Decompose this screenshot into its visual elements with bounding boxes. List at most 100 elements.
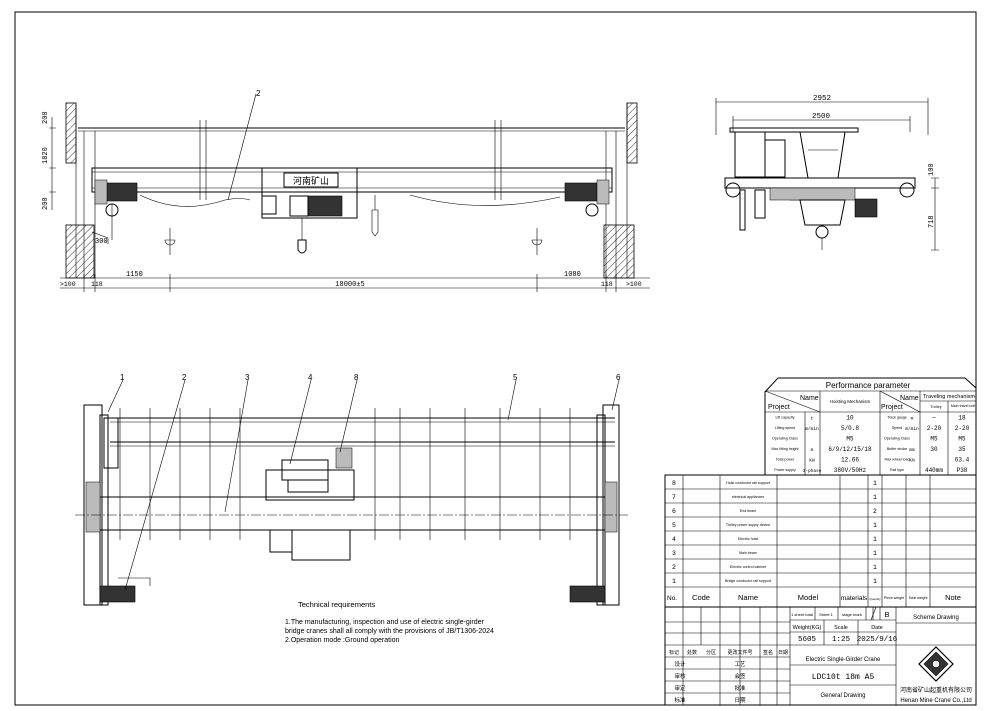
perf-corner-name: Name	[800, 395, 819, 402]
tb-role-countersign: 会签	[734, 672, 746, 680]
performance-parameter-table: Performance parameter Name Project Hoist…	[764, 377, 977, 476]
perf-row-main-value: 35	[958, 446, 966, 453]
perf-row-project: Max lifting height	[772, 447, 799, 451]
tb-role-ratify: 批准	[734, 684, 746, 692]
perf-row-unit: 3-phase	[803, 468, 822, 474]
perf-row-unit-2: KN	[909, 458, 915, 464]
parts-header-materials: materials	[841, 595, 868, 602]
tb-sheets: 1 sheet total	[791, 612, 813, 617]
parts-header-qty: Quantity	[869, 597, 881, 601]
plan-part-tag-4: 4	[308, 373, 313, 382]
tb-drawing: General Drawing	[820, 693, 865, 699]
perf-main-travel: Main travel unit	[951, 404, 975, 408]
parts-row-qty: 1	[873, 564, 877, 571]
perf-row-trolley-value: 2-20	[927, 425, 942, 432]
parts-row-no: 7	[672, 494, 676, 501]
perf-trolley: Trolley	[930, 405, 941, 409]
perf-row-project-2: Rail type	[890, 468, 904, 472]
perf-row-unit: m	[811, 448, 814, 453]
tb-role-design: 设计	[674, 660, 686, 668]
tb-company-cn: 河南省矿山起重机有限公司	[900, 686, 972, 694]
tb-role-standard: 标准	[674, 696, 686, 704]
perf-corner-project-2: Project	[881, 404, 903, 411]
title-block: 1 sheet total Sheet 1 stage mark B Schem…	[664, 606, 977, 706]
performance-title: Performance parameter	[826, 381, 911, 390]
dim-offset-300: 300	[95, 238, 108, 246]
tech-line-1: 1.The manufacturing, inspection and use …	[285, 619, 484, 626]
parts-header-no: No.	[667, 595, 677, 602]
parts-header-total-weight: Total weight	[909, 596, 928, 600]
dim-left-1150: 1150	[126, 271, 143, 279]
perf-corner-name-2: Name	[900, 395, 919, 402]
perf-row-value: 6/9/12/15/18	[828, 446, 872, 453]
parts-row-qty: 1	[873, 550, 877, 557]
dim-height-718: 718	[928, 215, 936, 228]
perf-row-project: Lift capacity	[776, 416, 795, 420]
perf-row-unit-2: m/min	[905, 426, 919, 432]
parts-row-name: Electric control cabinet	[730, 565, 766, 569]
parts-row-name: Hoist conductor rail support	[726, 481, 770, 485]
plan-part-tag-2: 2	[182, 373, 187, 382]
perf-row-main-value: 63.4	[955, 457, 970, 464]
technical-requirements: Technical requirements 1.The manufacturi…	[285, 600, 494, 644]
parts-row-qty: 1	[873, 480, 877, 487]
left-wall-lower	[65, 224, 95, 279]
tb-date: 2025/9/16	[857, 636, 898, 644]
perf-row-main-value: P38	[957, 467, 968, 474]
dim-upper-200: 200	[42, 111, 50, 124]
parts-row-no: 1	[672, 578, 676, 585]
tb-sig-header-4: 更改文件号	[727, 649, 752, 656]
perf-corner-project: Project	[768, 404, 790, 411]
dim-right-118: 118	[601, 281, 613, 288]
parts-header-piece-weight: Piece weight	[884, 596, 904, 600]
perf-row-trolley-value: 30	[930, 446, 938, 453]
tb-scheme: Scheme Drawing	[913, 615, 959, 621]
perf-row-project: Lifting speed	[775, 426, 795, 430]
parts-row-name: Main beam	[739, 551, 757, 555]
perf-traveling-header: Traveling mechanism	[923, 394, 975, 400]
perf-row-project-2: Operating Class	[884, 437, 910, 441]
parts-row-name: Bridge conductor rail support	[725, 579, 771, 583]
parts-row-name: Electric hoist	[738, 537, 758, 541]
plan-part-tag-3: 3	[245, 373, 250, 382]
dim-height-100: 100	[928, 163, 936, 176]
tb-sig-header-1: 标记	[669, 649, 679, 656]
dim-lower-200: 200	[42, 197, 50, 210]
tb-stage-mark: stage mark	[842, 612, 862, 617]
parts-row-name: electrical appliances	[732, 495, 765, 499]
parts-header-code: Code	[692, 593, 710, 602]
tb-sig-header-5: 签名	[763, 649, 773, 656]
tb-role-process: 工艺	[734, 661, 746, 668]
tb-mark-b: B	[884, 610, 889, 619]
parts-row-no: 3	[672, 550, 676, 557]
tb-sheet: Sheet 1	[819, 612, 834, 617]
parts-row-qty: 2	[873, 508, 877, 515]
dim-left-100: >100	[60, 281, 76, 288]
right-wall-lower	[603, 224, 635, 279]
perf-row-project-2: Speed	[892, 426, 902, 430]
perf-hoisting-header: Hoisting Mechanism	[830, 399, 871, 404]
parts-row-no: 5	[672, 522, 676, 529]
plan-part-tag-6: 6	[616, 373, 621, 382]
dim-width-2952: 2952	[813, 95, 831, 103]
tb-sig-header-3: 分区	[706, 649, 716, 656]
tb-date-label: Date	[871, 625, 883, 631]
tech-line-2: bridge cranes shall all comply with the …	[285, 628, 494, 635]
dim-width-2500: 2500	[812, 113, 831, 121]
tb-sig-header-6: 日期	[778, 650, 788, 656]
parts-header-name: Name	[738, 593, 758, 602]
perf-row-trolley-value: 440mm	[925, 467, 943, 474]
tech-title: Technical requirements	[298, 600, 375, 609]
perf-row-unit-2: m	[911, 417, 914, 422]
plan-view: 1 2 3 4 8 5 6	[75, 373, 628, 606]
perf-row-project: Operating Class	[772, 437, 798, 441]
tb-product: Electric Single-Girder Crane	[806, 657, 881, 663]
perf-row-project: Total power	[776, 458, 795, 462]
parts-row-name: Trolley power supply device	[726, 523, 770, 527]
tb-role-review: 审核	[674, 672, 686, 680]
perf-row-main-value: 2-20	[955, 425, 970, 432]
perf-row-unit-2: mm	[909, 448, 915, 453]
parts-row-name: End beam	[740, 509, 756, 513]
dim-height-1820: 1820	[42, 147, 50, 164]
